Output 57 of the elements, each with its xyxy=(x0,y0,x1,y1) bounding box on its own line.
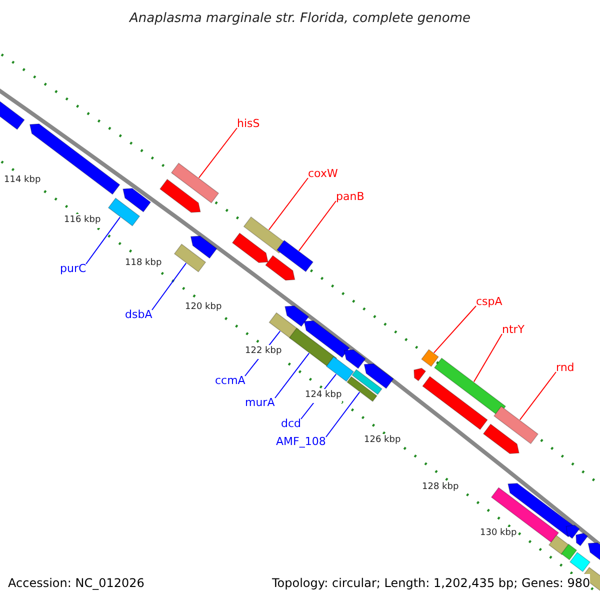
gene-block xyxy=(174,244,206,272)
leader-line xyxy=(519,372,556,420)
leader-line xyxy=(473,334,502,382)
gene-label: dsbA xyxy=(125,308,152,321)
gene-block xyxy=(548,534,570,556)
gene-block xyxy=(346,376,378,402)
leader-line xyxy=(268,178,308,230)
gene-block xyxy=(421,349,439,367)
gene-label: ccmA xyxy=(215,374,246,387)
gene-label: murA xyxy=(245,396,275,409)
gene-feature xyxy=(232,232,268,264)
gene-label: coxW xyxy=(308,167,338,180)
leader-line xyxy=(152,262,187,310)
gene-feature xyxy=(482,424,520,454)
gene-block xyxy=(288,328,338,368)
gene-block xyxy=(560,544,578,560)
gene-label: hisS xyxy=(237,117,260,130)
gene-feature xyxy=(576,532,588,546)
gene-label: dcd xyxy=(281,417,302,430)
gene-feature xyxy=(190,236,218,259)
gene-block xyxy=(493,406,539,444)
title: Anaplasma marginale str. Florida, complete genome xyxy=(130,10,470,28)
gene-label: cspA xyxy=(476,295,502,308)
leader-line xyxy=(433,306,476,354)
position-label: 120 kbp xyxy=(185,301,222,314)
gene-feature xyxy=(304,320,350,358)
footer-text: Topology: circular; Length: 1,202,435 bp; Genes: 980 xyxy=(272,574,590,592)
gene-label: ntrY xyxy=(502,323,525,336)
leader-line xyxy=(274,352,310,398)
position-label: 116 kbp xyxy=(64,214,101,228)
gene-label: purC xyxy=(60,262,86,275)
position-label: 122 kbp xyxy=(245,345,282,358)
leader-line xyxy=(326,392,360,438)
gene-feature xyxy=(588,542,600,562)
gene-block xyxy=(276,240,314,272)
position-label: 124 kbp xyxy=(305,389,342,402)
gene-feature xyxy=(414,368,426,382)
gene-feature xyxy=(159,178,201,213)
position-label: 114 kbp xyxy=(4,174,41,188)
gene-block xyxy=(352,369,382,395)
gene-feature xyxy=(344,349,366,369)
gene-block xyxy=(326,356,354,382)
gene-block xyxy=(170,162,220,204)
gene-feature xyxy=(122,188,152,212)
gene-feature xyxy=(566,524,580,539)
gene-label: panB xyxy=(336,190,364,203)
leader-line xyxy=(86,216,121,264)
gene-block xyxy=(434,358,506,416)
gene-block xyxy=(108,198,140,226)
gene-feature xyxy=(265,255,296,281)
gene-block xyxy=(422,376,488,430)
leader-line xyxy=(298,200,336,252)
gene-feature xyxy=(364,363,394,389)
position-label: 118 kbp xyxy=(125,257,162,270)
leader-line xyxy=(198,128,238,178)
gene-label: AMF_108 xyxy=(276,435,326,448)
gene-label: rnd xyxy=(556,361,574,374)
